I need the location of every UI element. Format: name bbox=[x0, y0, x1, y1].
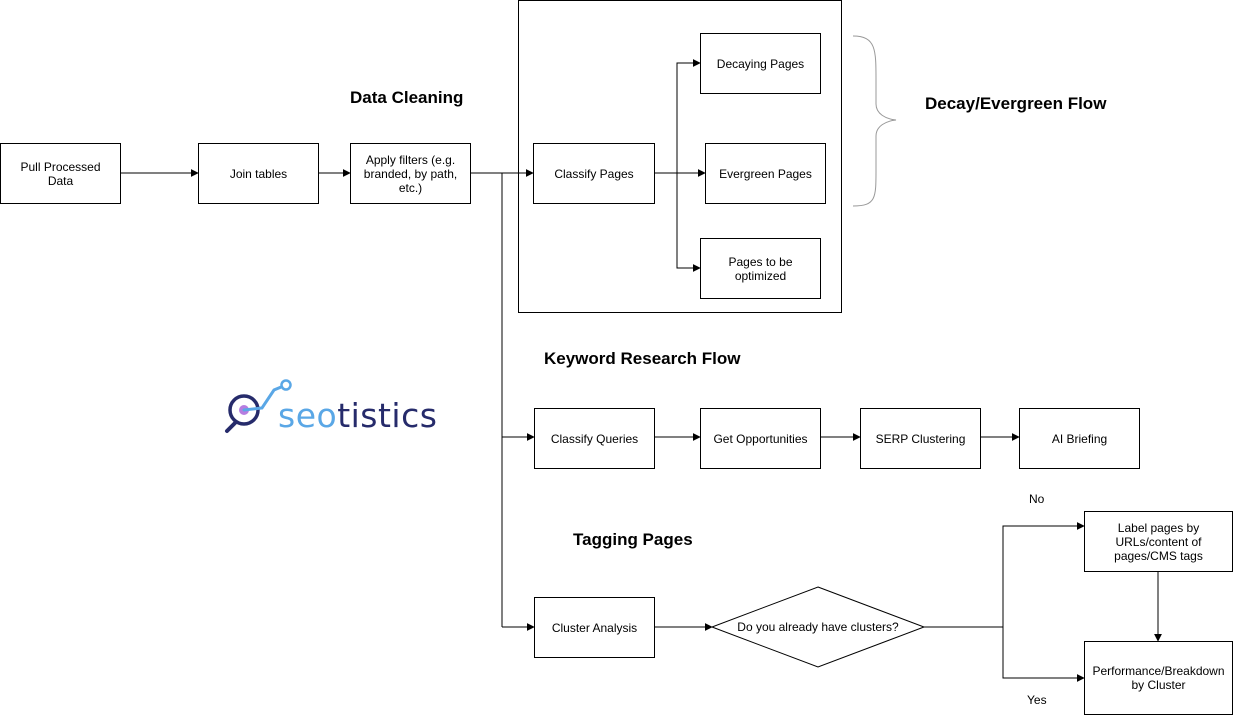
section-title-decay-evergreen: Decay/Evergreen Flow bbox=[925, 94, 1107, 113]
seotistics-logo: seotistics bbox=[225, 379, 437, 435]
node-classify-queries: Classify Queries bbox=[534, 408, 655, 469]
node-join-tables: Join tables bbox=[198, 143, 319, 204]
edge-label-no: No bbox=[1029, 492, 1045, 506]
node-ai-briefing: AI Briefing bbox=[1019, 408, 1140, 469]
edge-classify-to-optimize bbox=[676, 173, 701, 272]
node-performance-breakdown: Performance/Breakdown by Cluster bbox=[1084, 641, 1233, 715]
curly-brace bbox=[852, 35, 897, 207]
edge-label-yes: Yes bbox=[1027, 693, 1047, 707]
decision-diamond bbox=[710, 586, 926, 668]
node-classify-pages: Classify Pages bbox=[533, 143, 655, 204]
node-pages-to-be-optimized: Pages to be optimized bbox=[700, 238, 821, 299]
node-decaying-pages: Decaying Pages bbox=[700, 33, 821, 94]
edge-decision-yes bbox=[1002, 627, 1085, 682]
decision-have-clusters: Do you already have clusters? bbox=[737, 620, 899, 634]
node-label-pages: Label pages by URLs/content of pages/CMS… bbox=[1084, 511, 1233, 572]
node-pull-processed-data: Pull Processed Data bbox=[0, 143, 121, 204]
node-get-opportunities: Get Opportunities bbox=[700, 408, 821, 469]
edge-classify-to-decaying bbox=[676, 59, 701, 173]
node-evergreen-pages: Evergreen Pages bbox=[705, 143, 826, 204]
section-title-keyword-research: Keyword Research Flow bbox=[544, 349, 741, 368]
node-apply-filters: Apply filters (e.g. branded, by path, et… bbox=[350, 143, 471, 204]
section-title-data-cleaning: Data Cleaning bbox=[350, 88, 464, 107]
edge-filters-trunk bbox=[470, 172, 503, 627]
node-serp-clustering: SERP Clustering bbox=[860, 408, 981, 469]
section-title-tagging-pages: Tagging Pages bbox=[573, 530, 693, 549]
logo-text-tistics: tistics bbox=[337, 396, 437, 435]
logo-mark-icon bbox=[225, 379, 292, 433]
decay-evergreen-group-box bbox=[518, 0, 842, 313]
svg-text:seotistics: seotistics bbox=[278, 396, 437, 435]
node-cluster-analysis: Cluster Analysis bbox=[534, 597, 655, 658]
logo-text-seo: seo bbox=[278, 396, 337, 435]
edge-decision-no bbox=[924, 522, 1085, 628]
